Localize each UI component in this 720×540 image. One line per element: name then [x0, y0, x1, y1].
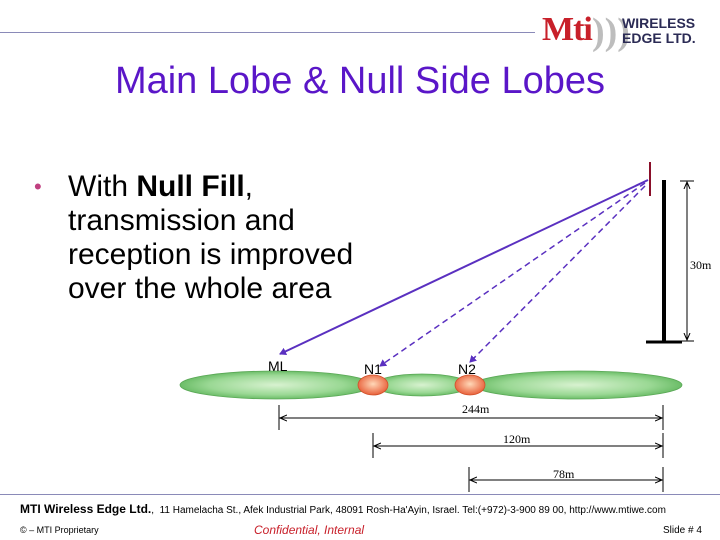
company-logo: Mti ))) WIRELESS EDGE LTD. — [540, 8, 720, 53]
header-rule — [0, 32, 535, 33]
beam-main-lobe — [279, 179, 649, 356]
footer-slide-number: Slide # 4 — [663, 525, 702, 536]
logo-line2: EDGE LTD. — [622, 30, 696, 46]
logo-line1: WIRELESS — [622, 15, 696, 31]
main-lobe-right — [473, 370, 683, 400]
bullet-dot-icon: • — [34, 174, 42, 199]
null-n2-marker — [454, 374, 486, 396]
label-height: 30m — [690, 258, 712, 272]
beam-null-n1 — [379, 182, 646, 367]
label-n1: N1 — [364, 361, 382, 377]
label-n2: N2 — [458, 361, 476, 377]
bullet-text: With Null Fill, transmission and recepti… — [68, 170, 368, 306]
label-distance-ml: 244m — [462, 402, 490, 416]
bullet-prefix: With — [68, 170, 137, 203]
footer-company-info: MTI Wireless Edge Ltd., 11 Hamelacha St.… — [20, 502, 666, 516]
antenna-mast — [662, 180, 666, 342]
logo-text: WIRELESS EDGE LTD. — [622, 16, 696, 46]
logo-waves-icon: ))) — [592, 11, 630, 53]
beam-null-n2 — [469, 185, 646, 363]
footer-proprietary: © – MTI Proprietary — [20, 525, 99, 535]
slide-title: Main Lobe & Null Side Lobes — [114, 60, 606, 102]
null-n1-marker — [357, 374, 389, 396]
logo-mti: Mti — [542, 11, 593, 48]
bullet-rest: , transmission and reception is improved… — [68, 170, 354, 305]
label-distance-n1: 120m — [503, 432, 531, 446]
footer-confidential: Confidential, Internal — [254, 523, 365, 537]
footer-company: MTI Wireless Edge Ltd. — [20, 502, 152, 516]
bullet-emphasis: Null Fill — [136, 170, 245, 203]
label-ml: ML — [268, 358, 288, 374]
footer-rule — [0, 494, 720, 495]
label-distance-n2: 78m — [553, 467, 575, 481]
footer-address: 11 Hamelacha St., Afek Industrial Park, … — [159, 505, 666, 516]
main-lobe-left — [179, 370, 373, 400]
